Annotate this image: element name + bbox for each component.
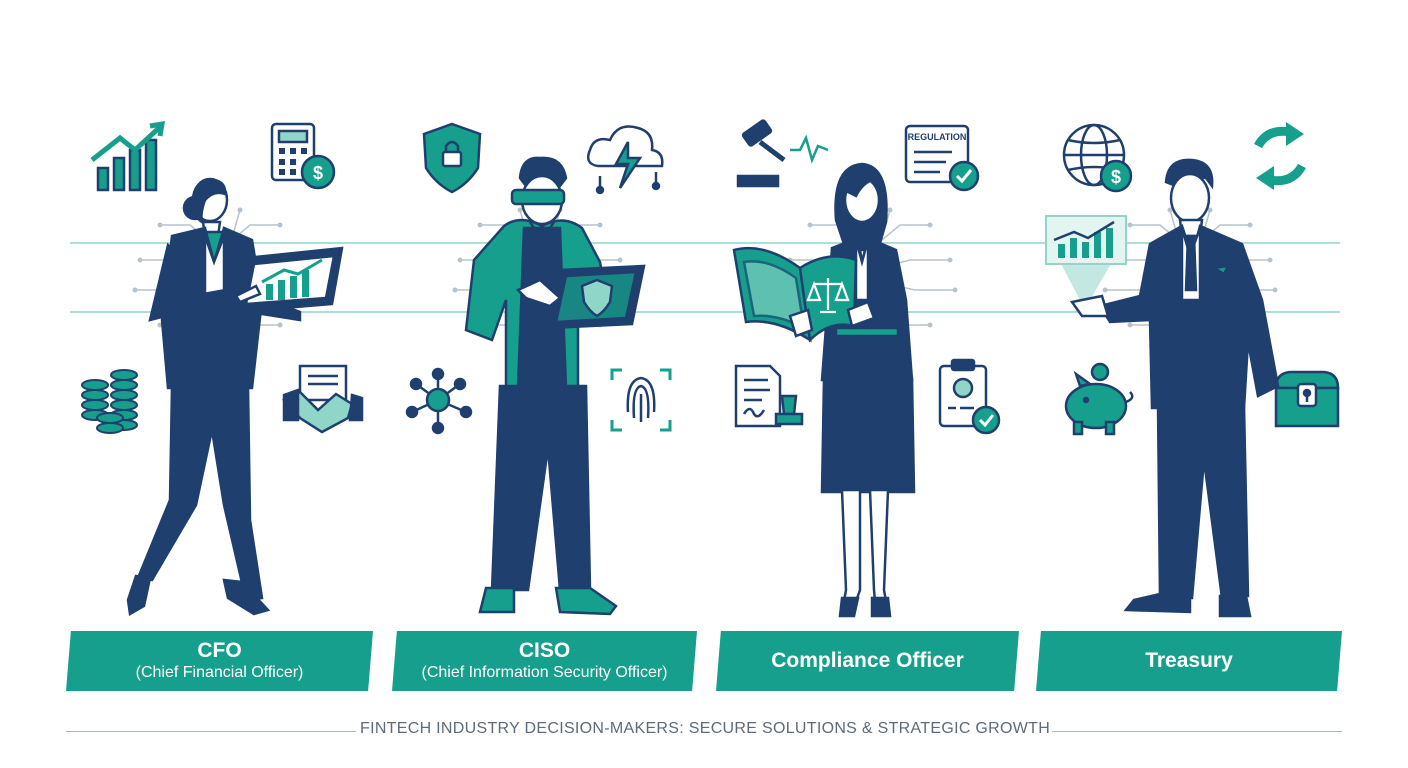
persona-ciso <box>405 122 672 616</box>
persona-treasury: $ <box>1045 122 1340 618</box>
shield-lock-icon <box>422 122 482 194</box>
document-stamp-icon <box>734 364 804 428</box>
contract-handshake-icon <box>281 364 364 434</box>
footer-caption: FINTECH INDUSTRY DECISION-MAKERS: SECURE… <box>360 720 1051 737</box>
label-compliance: Compliance Officer <box>716 631 1019 691</box>
footer-rule-right <box>1052 731 1342 732</box>
hologram-chart <box>1045 215 1127 300</box>
coin-stack-icon <box>81 369 138 434</box>
fingerprint-scan-icon <box>610 368 672 432</box>
footer-rule-left <box>66 731 356 732</box>
persona-title: Compliance Officer <box>771 649 964 672</box>
cloud-lightning-icon <box>587 125 664 195</box>
gavel-icon <box>736 119 829 188</box>
ciso-figure <box>464 156 646 616</box>
label-cfo: CFO (Chief Financial Officer) <box>66 631 373 691</box>
regulation-doc-check-icon: REGULATION <box>904 124 980 192</box>
svg-text:$: $ <box>1111 167 1121 187</box>
persona-subtitle: (Chief Information Security Officer) <box>421 664 668 681</box>
cfo-figure <box>126 177 344 616</box>
persona-compliance: REGULATION <box>732 119 1001 618</box>
sync-arrows-icon <box>1254 122 1306 190</box>
svg-text:$: $ <box>313 163 323 183</box>
persona-title: CFO <box>197 639 242 662</box>
calculator-dollar-icon: $ <box>270 122 336 190</box>
regulation-doc-label: REGULATION <box>908 132 967 142</box>
global-checklist-icon <box>938 358 1001 435</box>
persona-subtitle: (Chief Financial Officer) <box>135 664 304 681</box>
persona-title: CISO <box>518 639 571 662</box>
label-treasury: Treasury <box>1036 631 1342 691</box>
treasury-figure <box>1069 158 1280 618</box>
piggy-bank-icon <box>1064 362 1134 436</box>
treasure-chest-icon <box>1274 370 1340 428</box>
network-hub-icon <box>405 367 473 435</box>
growth-chart-icon <box>90 120 166 192</box>
globe-dollar-icon: $ <box>1062 123 1133 193</box>
persona-title: Treasury <box>1145 649 1233 672</box>
compliance-figure <box>732 162 916 618</box>
label-ciso: CISO (Chief Information Security Officer… <box>392 631 697 691</box>
persona-cfo: $ <box>81 120 364 616</box>
